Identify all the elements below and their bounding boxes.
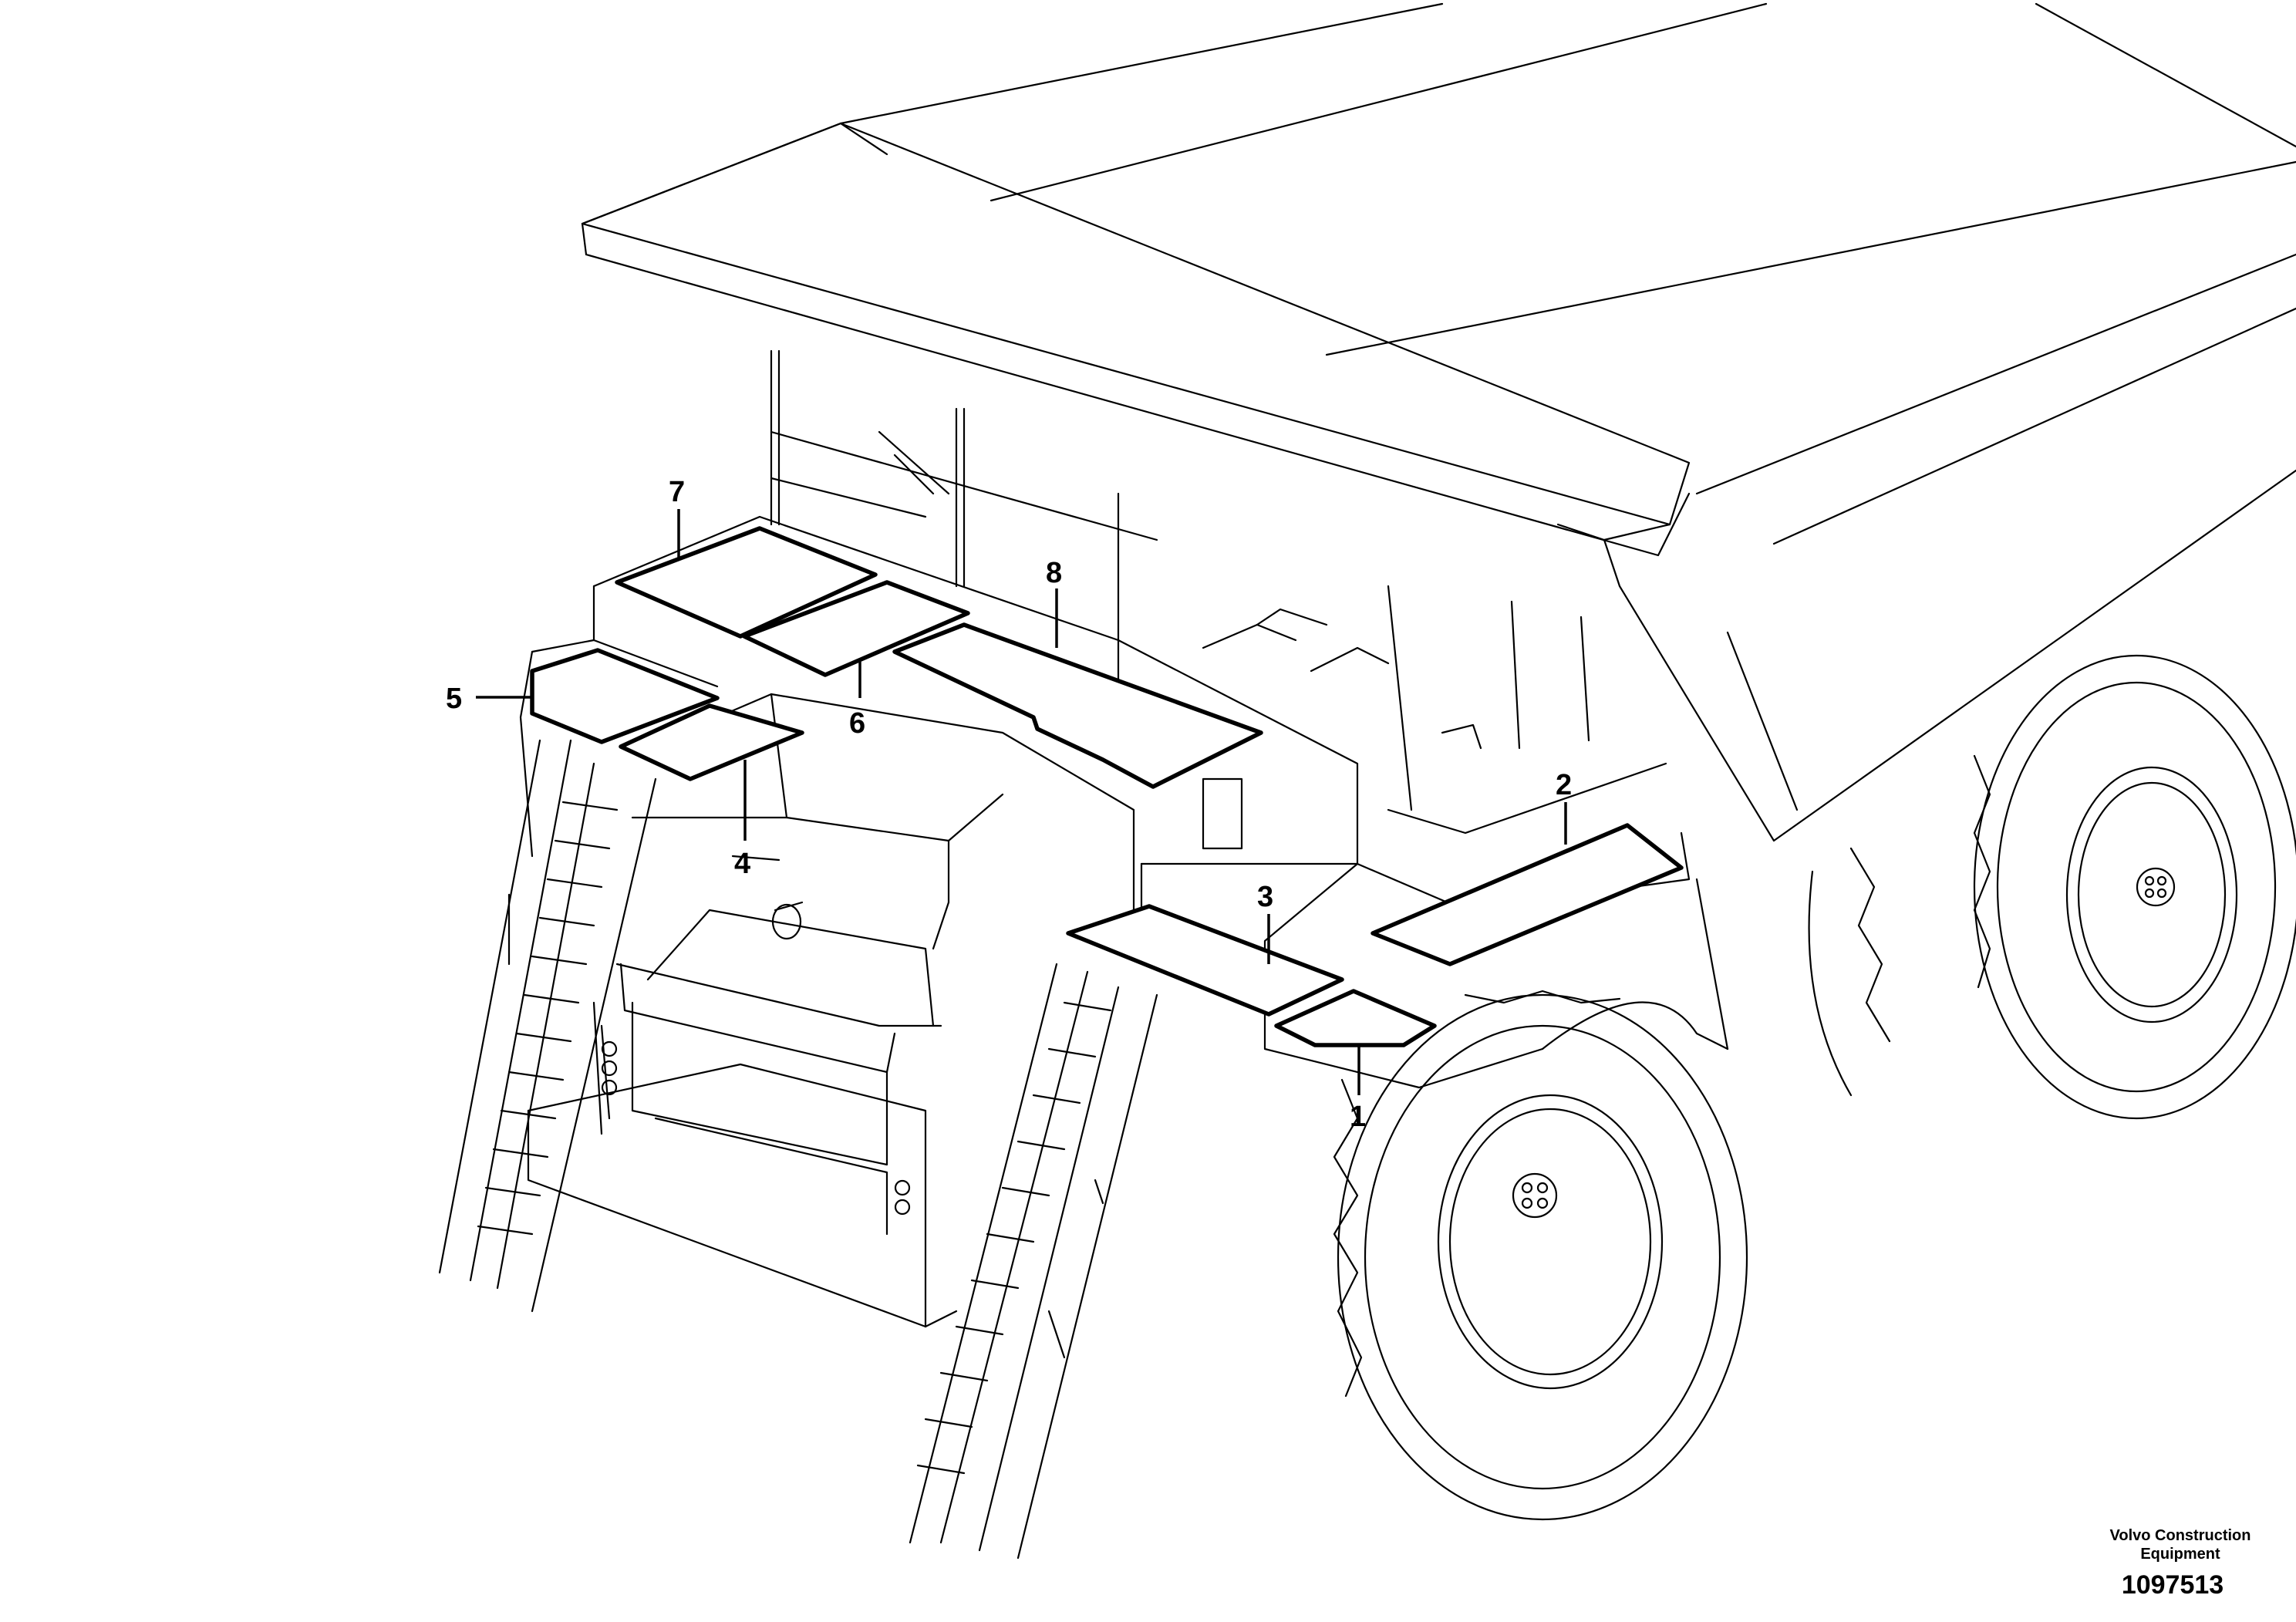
mat-6 [742,580,970,677]
callout-2: 2 [1556,769,1572,801]
front-wheel [1333,990,1748,1521]
headlights [601,1040,911,1216]
mat-1 [1274,989,1437,1047]
floor-mats [530,526,1684,1047]
left-ladder [438,739,657,1313]
leader-lines [476,509,1567,1095]
mat-7 [615,526,878,639]
front-hub-icon [1512,1172,1558,1219]
callout-7: 7 [669,476,685,508]
volvo-logo-icon [771,901,804,940]
callout-8: 8 [1046,557,1062,589]
right-ladder [909,963,1158,1560]
hood [615,693,1135,1027]
callout-6: 6 [849,707,865,740]
rear-hub-icon [2136,867,2176,907]
callout-3: 3 [1257,881,1273,913]
mat-8 [892,622,1263,789]
callout-1: 1 [1350,1101,1366,1133]
rear-wheel [1808,654,2296,1120]
credit-line-1: Volvo Construction [2109,1527,2251,1544]
canopy [581,122,1691,557]
drawing-number: 1097513 [2121,1570,2224,1600]
bumper [527,1063,958,1328]
callout-5: 5 [446,683,462,715]
mat-4 [619,703,804,781]
dump-body [581,2,2296,842]
mat-3 [1066,904,1344,1017]
cab-frame [770,349,1667,835]
mat-2 [1371,823,1684,966]
credit-line-2: Equipment [2140,1546,2220,1563]
callout-4: 4 [734,848,750,880]
front-grille [592,963,896,1236]
callout-labels: 7 5 6 4 8 3 1 2 [446,476,1572,1133]
mat-5 [530,648,720,744]
